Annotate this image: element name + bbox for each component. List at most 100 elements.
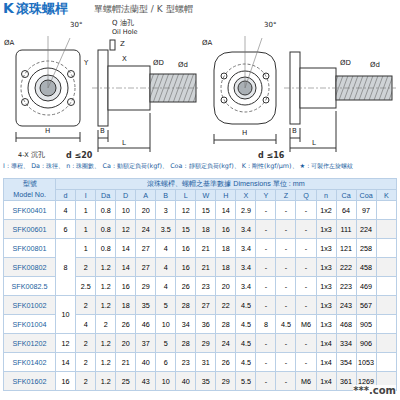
table-cell: 2.5: [76, 277, 96, 296]
table-value: 36: [202, 320, 210, 329]
table-cell: 223: [336, 277, 356, 296]
table-cell: 1: [76, 239, 96, 258]
table-value: 567: [360, 301, 372, 310]
table-value: 27: [202, 301, 210, 310]
table-value: -: [285, 206, 287, 215]
table-value: 23: [182, 358, 190, 367]
table-cell: -: [276, 277, 296, 296]
table-cell: 27: [136, 239, 156, 258]
model-number: SFK00802: [13, 263, 47, 272]
table-cell: Z: [276, 190, 296, 201]
table-cell: H: [216, 190, 236, 201]
table-value: 27: [142, 263, 150, 272]
table-cell: 26: [116, 315, 136, 334]
table-cell: -: [296, 353, 316, 372]
table-cell: 15: [196, 201, 216, 220]
table-value: 458: [360, 263, 372, 272]
dim-label: ØA: [4, 40, 14, 48]
table-value: -: [305, 358, 307, 367]
table-value: -: [285, 339, 287, 348]
table-value: 5: [164, 339, 168, 348]
dim-label: ØA: [202, 40, 212, 48]
legend-note: I : 導程、 Da : 珠徑、 n : 珠圈數、 Ca : 動額定負荷(kgf…: [3, 163, 397, 170]
table-cell: 16: [116, 277, 136, 296]
table-cell: 2: [76, 334, 96, 353]
table-cell: 35: [196, 372, 216, 391]
table-cell: 40: [176, 372, 196, 391]
table-value: 4.5: [241, 320, 251, 329]
table-cell: 3.4: [236, 220, 256, 239]
table-value: 8: [264, 320, 268, 329]
table-value: 31: [202, 358, 210, 367]
table-cell: 222: [336, 258, 356, 277]
table-value: 15: [182, 225, 190, 234]
table-value: -: [265, 301, 267, 310]
table-value: 3.4: [241, 263, 251, 272]
table-value: 1x4: [320, 339, 332, 348]
table-value: 37: [142, 339, 150, 348]
series-letter: K: [3, 1, 14, 16]
table-cell: 1x4: [316, 353, 336, 372]
table-cell: 20: [216, 277, 236, 296]
column-header: Ca: [341, 191, 350, 200]
angle-label: 30°: [70, 22, 82, 30]
table-value: 34: [182, 320, 190, 329]
table-value: 22: [222, 301, 230, 310]
table-cell: 1.2: [96, 353, 116, 372]
dim-label: Ød: [178, 62, 188, 70]
table-cell: 1.2: [96, 372, 116, 391]
column-header: n: [324, 191, 328, 200]
table-cell: 23: [196, 277, 216, 296]
table-cell: SFK0082.5: [4, 277, 56, 296]
table-value: -: [265, 225, 267, 234]
table-value: 14: [222, 206, 230, 215]
table-cell: 18: [196, 220, 216, 239]
column-header: B: [163, 191, 168, 200]
table-cell: 8: [256, 315, 276, 334]
table-value: 906: [360, 339, 372, 348]
column-header: Q: [303, 191, 309, 200]
table-cell: -: [276, 201, 296, 220]
column-header: d: [64, 191, 68, 200]
table-cell: 6: [56, 220, 76, 239]
table-cell: 16: [176, 258, 196, 277]
column-header: Y: [264, 191, 269, 200]
table-cell: 1x3: [316, 258, 336, 277]
table-cell: 334: [336, 334, 356, 353]
table-cell: 905: [356, 315, 376, 334]
dim-label: L: [312, 140, 316, 148]
table-value: 1.2: [101, 358, 111, 367]
table-cell: M6: [296, 315, 316, 334]
table-value: 1x4: [320, 358, 332, 367]
table-cell: 34: [176, 315, 196, 334]
table-value: 4: [84, 320, 88, 329]
table-cell: 25: [116, 372, 136, 391]
table-value: 12: [182, 206, 190, 215]
table-cell: 5: [156, 296, 176, 315]
table-cell: 0.8: [96, 220, 116, 239]
table-value: 243: [340, 301, 352, 310]
table-cell: 2: [76, 353, 96, 372]
table-cell: 1x3: [316, 239, 336, 258]
table-value: 28: [222, 320, 230, 329]
table-value: -: [265, 206, 267, 215]
table-cell: -: [276, 353, 296, 372]
table-value: -: [285, 301, 287, 310]
table-cell: SFK00801: [4, 239, 56, 258]
table-cell: -: [296, 296, 316, 315]
table-cell: 10: [116, 201, 136, 220]
table-value: 14: [122, 244, 130, 253]
table-value: 8: [64, 263, 68, 272]
table-cell: [376, 277, 396, 296]
table-cell: 458: [356, 258, 376, 277]
table-cell: 40: [136, 353, 156, 372]
table-cell: 2: [76, 258, 96, 277]
table-cell: -: [296, 220, 316, 239]
table-cell: 3.4: [236, 239, 256, 258]
table-value: 24: [142, 225, 150, 234]
header-cell: 滾珠螺桿、螺帽之基準數據 Dimensions 單位 : mm: [147, 179, 305, 188]
side-view-left: [92, 40, 200, 152]
dim-label: Z: [120, 41, 125, 49]
table-value: 20: [122, 339, 130, 348]
table-cell: 1x3: [316, 315, 336, 334]
